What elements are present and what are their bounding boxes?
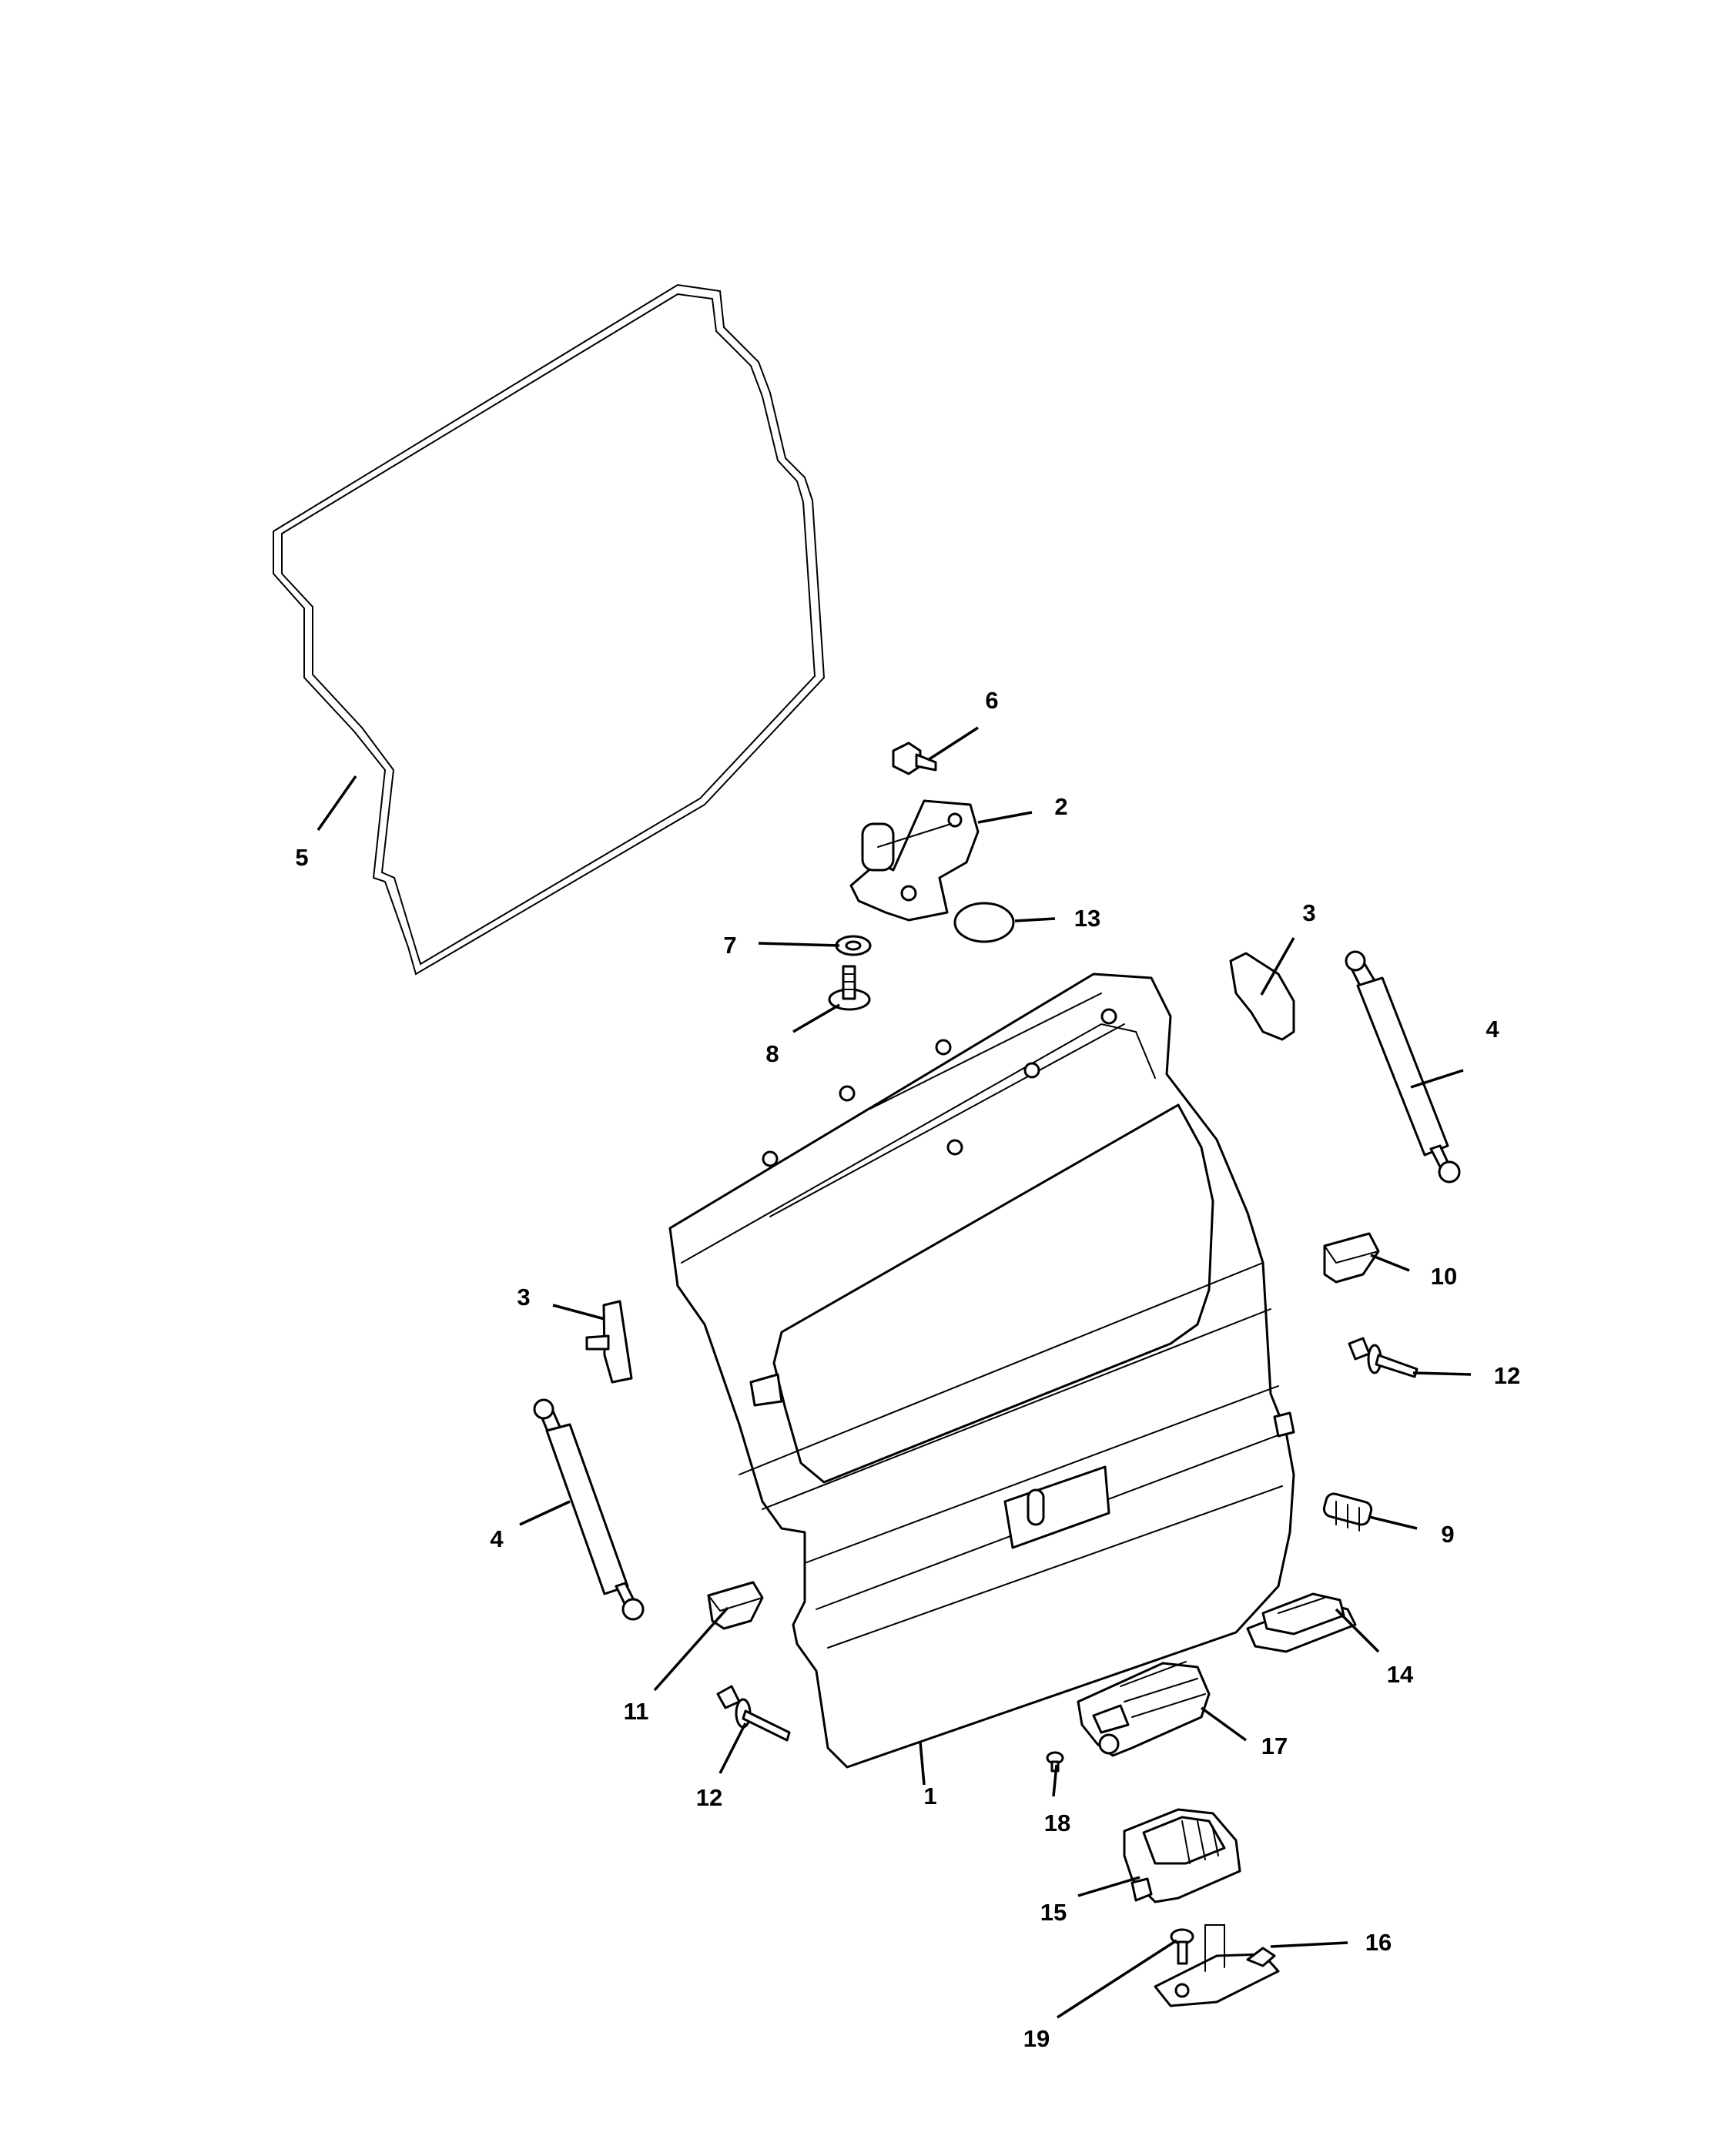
part-3-bracket-left	[585, 1300, 633, 1384]
callout-15: 15	[1040, 1899, 1067, 1926]
callout-10: 10	[1431, 1263, 1457, 1290]
leader-14	[1335, 1608, 1380, 1653]
callout-13: 13	[1074, 905, 1100, 932]
callout-19: 19	[1023, 2025, 1050, 2052]
leader-4-left	[519, 1500, 571, 1526]
leader-15	[1077, 1876, 1141, 1897]
part-8-stud	[828, 965, 871, 1011]
part-2-hinge	[849, 799, 980, 922]
callout-3-left: 3	[517, 1284, 530, 1311]
part-9-sensor	[1322, 1492, 1373, 1532]
leader-4-right	[1410, 1069, 1464, 1089]
part-14-switch	[1246, 1592, 1357, 1653]
callout-12-left: 12	[696, 1784, 722, 1811]
leader-12-left	[718, 1722, 747, 1774]
leader-12-right	[1412, 1371, 1472, 1376]
part-12-rivet-left	[716, 1685, 791, 1742]
leader-11	[653, 1606, 729, 1692]
leader-5	[317, 775, 357, 832]
callout-14: 14	[1387, 1661, 1414, 1688]
callout-18: 18	[1044, 1810, 1070, 1836]
part-11-bumper	[707, 1581, 764, 1630]
leader-13	[1014, 917, 1056, 922]
leader-18	[1052, 1764, 1058, 1797]
callout-12-right: 12	[1494, 1362, 1520, 1389]
part-15-latch	[1123, 1808, 1241, 1903]
part-1-liftgate	[668, 973, 1295, 1769]
leader-6	[927, 726, 979, 762]
leader-3-left	[552, 1304, 605, 1321]
leader-17	[1200, 1706, 1248, 1742]
callout-17: 17	[1261, 1732, 1288, 1759]
part-5-weatherstrip	[273, 283, 826, 976]
callout-labels: 1 2 3 3 4 4 5 6 7 8 9 10 11 12 12 13 14 …	[295, 687, 1520, 2052]
part-4-strut-right	[1345, 950, 1461, 1183]
part-10-bumper	[1323, 1232, 1380, 1284]
leader-16	[1270, 1941, 1348, 1948]
leader-8	[792, 1003, 840, 1033]
part-17-actuator	[1077, 1661, 1211, 1757]
part-3-bracket-upper	[1229, 952, 1295, 1041]
callout-11: 11	[624, 1698, 649, 1725]
part-7-washer	[835, 935, 872, 956]
callout-7: 7	[723, 932, 736, 959]
callout-5: 5	[295, 844, 308, 871]
callout-4-left: 4	[490, 1525, 504, 1552]
part-12-rivet-right	[1348, 1337, 1419, 1378]
leader-2	[977, 811, 1033, 824]
callout-16: 16	[1365, 1929, 1392, 1956]
part-18-screw	[1046, 1751, 1064, 1773]
callout-4-right: 4	[1486, 1016, 1499, 1043]
callout-2: 2	[1054, 793, 1067, 820]
part-13-plug	[953, 902, 1015, 943]
callout-3-upper: 3	[1302, 899, 1315, 926]
part-19-bolt	[1170, 1928, 1194, 1965]
leader-9	[1368, 1515, 1418, 1530]
part-16-striker	[1154, 1924, 1280, 2007]
callout-1: 1	[923, 1783, 936, 1810]
callout-8: 8	[765, 1040, 779, 1067]
leader-1	[919, 1741, 926, 1786]
callout-6: 6	[985, 687, 998, 714]
leader-10	[1370, 1254, 1410, 1272]
leader-19	[1057, 1939, 1177, 2019]
part-4-strut-left	[533, 1398, 645, 1621]
callout-9: 9	[1441, 1521, 1454, 1548]
leader-7	[758, 942, 840, 947]
leader-3-upper	[1260, 937, 1295, 996]
leader-lines	[317, 726, 1472, 2019]
